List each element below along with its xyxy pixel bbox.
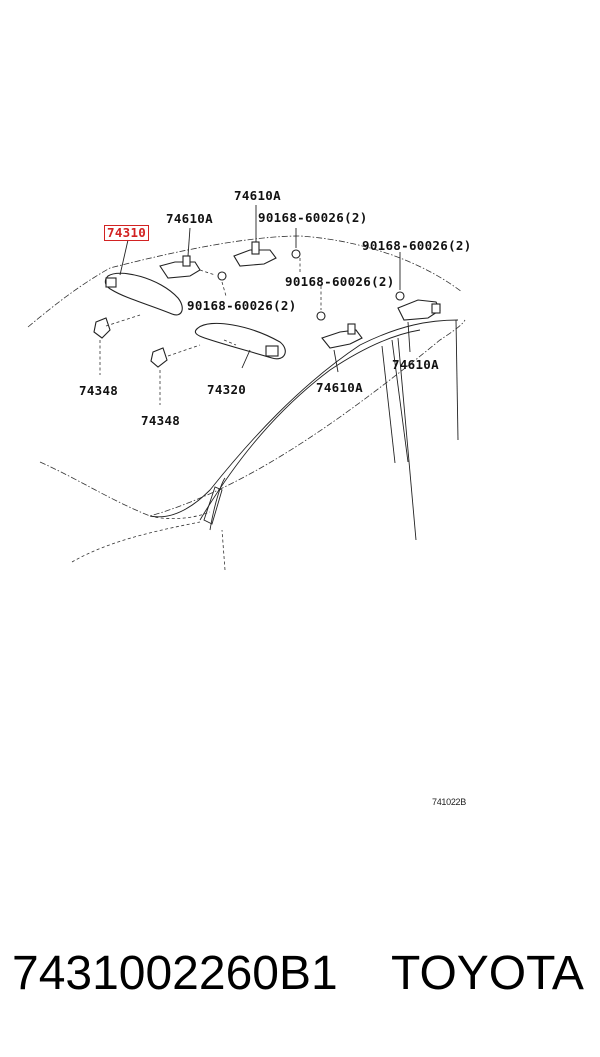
b-pillar-mid (391, 339, 409, 463)
grip-front-left-clip (182, 255, 191, 267)
rear-pillar (455, 319, 459, 441)
leader-grip-rear-left (333, 349, 339, 373)
pillar-line-3 (209, 477, 226, 531)
grip-rear-left (321, 329, 363, 349)
leader-holder-right-b (167, 344, 201, 357)
callout-74320: 74320 (207, 382, 247, 397)
callout-grip-front-left: 74610A (166, 211, 213, 226)
screw-d (395, 291, 405, 301)
holder-right-part (150, 347, 168, 368)
callout-holder-right: 74348 (141, 413, 181, 428)
callout-grip-top: 74610A (234, 188, 281, 203)
leader-grip-rear-right (407, 321, 411, 353)
door-line-3 (149, 511, 211, 520)
grip-rear-right-clip (431, 303, 441, 314)
b-pillar-right (397, 337, 417, 541)
door-line-2 (221, 529, 226, 571)
sunvisor-rh (194, 322, 286, 360)
callout-grip-rear-right: 74610A (392, 357, 439, 372)
leader-74320-b (241, 349, 251, 369)
leader-74320 (223, 339, 237, 346)
grip-top-clip (251, 241, 260, 255)
sunvisor-lh-hinge (105, 277, 117, 288)
leader-grip-front (187, 227, 191, 257)
part-number: 7431002260B1 (12, 947, 338, 1000)
leader-screw-a (221, 281, 227, 297)
leader-74310 (119, 239, 129, 276)
figure-reference: 741022B (432, 797, 466, 807)
grip-top (233, 249, 277, 267)
sunvisor-rh-hinge (265, 345, 279, 357)
roof-edge-line (27, 235, 463, 328)
brand-name: TOYOTA (391, 947, 584, 1000)
b-pillar-left (381, 345, 396, 464)
grip-front-left (159, 261, 201, 279)
screw-c (316, 311, 326, 321)
holder-left-part (93, 317, 111, 339)
pillar-trim (203, 486, 223, 525)
callout-holder-left: 74348 (79, 383, 119, 398)
callout-grip-rear-left: 74610A (316, 380, 363, 395)
screw-b (291, 249, 301, 259)
callout-screw-b: 90168-60026(2) (258, 210, 368, 225)
leader-holder-left-b (105, 314, 141, 327)
leader-grip-a (199, 269, 216, 276)
pillar-line-1 (149, 319, 459, 518)
callout-screw-c: 90168-60026(2) (285, 274, 395, 289)
pillar-line-2 (199, 329, 421, 521)
roof-lower-line (39, 319, 466, 517)
callout-screw-d: 90168-60026(2) (362, 238, 472, 253)
door-line-1 (71, 521, 201, 563)
callout-screw-a: 90168-60026(2) (187, 298, 297, 313)
sunvisor-lh (104, 272, 183, 316)
callout-74310: 74310 (104, 225, 150, 241)
screw-a (217, 271, 227, 281)
grip-rear-left-clip (347, 323, 356, 335)
